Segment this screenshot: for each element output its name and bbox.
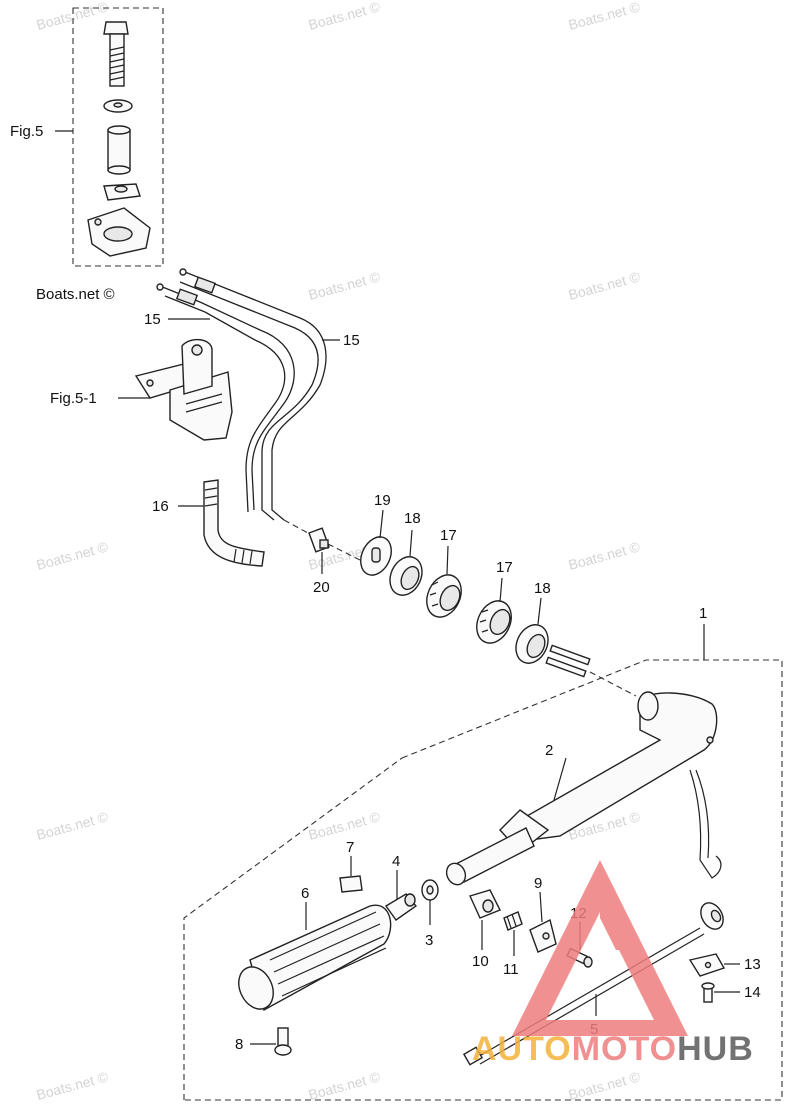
logo-text-auto: AUTO bbox=[472, 1030, 572, 1068]
callout-3: 3 bbox=[425, 932, 433, 949]
gear-17b-icon: 17 bbox=[476, 559, 513, 644]
watermark: Boats.net © bbox=[35, 808, 111, 843]
rod-5-icon: 5 bbox=[462, 902, 724, 1066]
watermark: Boats.net © bbox=[35, 538, 111, 573]
leader-line bbox=[539, 891, 543, 923]
watermark: Boats.net © bbox=[567, 268, 643, 303]
screw-8-icon: 8 bbox=[235, 1027, 292, 1056]
callout-15a: 15 bbox=[144, 311, 161, 328]
watermark: Boats.net © bbox=[307, 0, 383, 33]
logo-text-hub: HUB bbox=[677, 1030, 754, 1068]
watermark: Boats.net © bbox=[35, 0, 111, 33]
callout-11: 11 bbox=[503, 961, 519, 978]
fig5-dashed-box bbox=[72, 7, 164, 267]
watermark-label: Boats.net © bbox=[36, 286, 115, 303]
watermark: Boats.net © bbox=[567, 0, 643, 33]
callout-6: 6 bbox=[301, 885, 309, 902]
callout-19: 19 bbox=[374, 492, 391, 509]
callout-15b: 15 bbox=[343, 332, 360, 349]
callout-8: 8 bbox=[235, 1036, 243, 1053]
ring-18b-icon: 18 bbox=[515, 580, 551, 664]
spring-11-icon: 11 bbox=[503, 911, 523, 978]
ring-18a-icon: 18 bbox=[389, 510, 423, 596]
plate-19-icon: 19 bbox=[360, 492, 392, 576]
watermark: Boats.net © bbox=[35, 1068, 111, 1103]
leader-line bbox=[409, 529, 413, 557]
nut-3-icon: 3 bbox=[421, 879, 439, 949]
leader-line bbox=[446, 545, 449, 575]
bolt-icon bbox=[103, 21, 129, 87]
watermark: Boats.net © bbox=[307, 808, 383, 843]
tiller-assembly-group: 1 bbox=[183, 605, 783, 1101]
callout-18a: 18 bbox=[404, 510, 421, 527]
plate-7-icon: 7 bbox=[339, 839, 363, 893]
bushing-icon bbox=[103, 183, 141, 201]
collar-4-icon: 4 bbox=[384, 853, 418, 921]
cable-end-icon bbox=[545, 644, 591, 678]
callout-14: 14 bbox=[744, 984, 761, 1001]
tube-16-icon: 16 bbox=[152, 479, 265, 567]
sleeve-icon bbox=[107, 125, 131, 175]
callout-17a: 17 bbox=[440, 527, 457, 544]
callout-17b: 17 bbox=[496, 559, 513, 576]
leader-line bbox=[499, 577, 503, 603]
logo-triangle bbox=[512, 860, 688, 1036]
watermark: Boats.net © bbox=[567, 1068, 643, 1103]
tiller-arm-2-icon: 2 bbox=[445, 691, 718, 886]
clamp-9-icon: 9 bbox=[529, 875, 557, 953]
callout-4: 4 bbox=[392, 853, 400, 870]
callout-10: 10 bbox=[472, 953, 489, 970]
alignment-line bbox=[589, 671, 637, 697]
watermark: Boats.net © bbox=[307, 1068, 383, 1103]
bracket-13-icon: 13 bbox=[688, 953, 761, 977]
grip-6-icon: 6 bbox=[238, 885, 392, 1012]
fig5-group: Fig.5 Boats.net © bbox=[10, 7, 164, 303]
washer-icon bbox=[103, 99, 133, 113]
leader-line bbox=[379, 509, 384, 539]
screw-14-icon: 14 bbox=[701, 982, 761, 1003]
svg-text:AUTOMOTOHUB: AUTOMOTOHUB bbox=[472, 1030, 754, 1068]
callout-13: 13 bbox=[744, 956, 761, 973]
cable-end-icon bbox=[156, 268, 217, 306]
fig5-label: Fig.5 bbox=[10, 123, 43, 140]
logo-text-moto: MOTO bbox=[572, 1030, 677, 1068]
bushing-10-icon: 10 bbox=[469, 889, 501, 970]
leader-line bbox=[537, 597, 542, 625]
bolt-20-icon: 20 bbox=[308, 527, 330, 596]
plate-icon bbox=[87, 207, 151, 257]
leader-line bbox=[553, 757, 567, 801]
alignment-line bbox=[283, 519, 361, 561]
fig5-1-label: Fig.5-1 bbox=[50, 390, 97, 407]
automotohub-logo: AUTOMOTOHUB bbox=[472, 860, 754, 1068]
callout-7: 7 bbox=[346, 839, 354, 856]
callout-2: 2 bbox=[545, 742, 553, 759]
callout-9: 9 bbox=[534, 875, 542, 892]
callout-16: 16 bbox=[152, 498, 169, 515]
fig5-1-bracket: Fig.5-1 bbox=[50, 339, 233, 441]
throttle-cables: 15 15 bbox=[144, 268, 361, 561]
watermark: Boats.net © bbox=[567, 538, 643, 573]
clip-wire-icon bbox=[689, 769, 722, 879]
callout-1: 1 bbox=[699, 605, 707, 622]
watermark: Boats.net © bbox=[307, 268, 383, 303]
callout-18b: 18 bbox=[534, 580, 551, 597]
logo-triangle-inner bbox=[600, 890, 630, 950]
gear-17a-icon: 17 bbox=[426, 527, 462, 618]
assembly-dashed-box bbox=[183, 659, 783, 1101]
callout-20: 20 bbox=[313, 579, 330, 596]
